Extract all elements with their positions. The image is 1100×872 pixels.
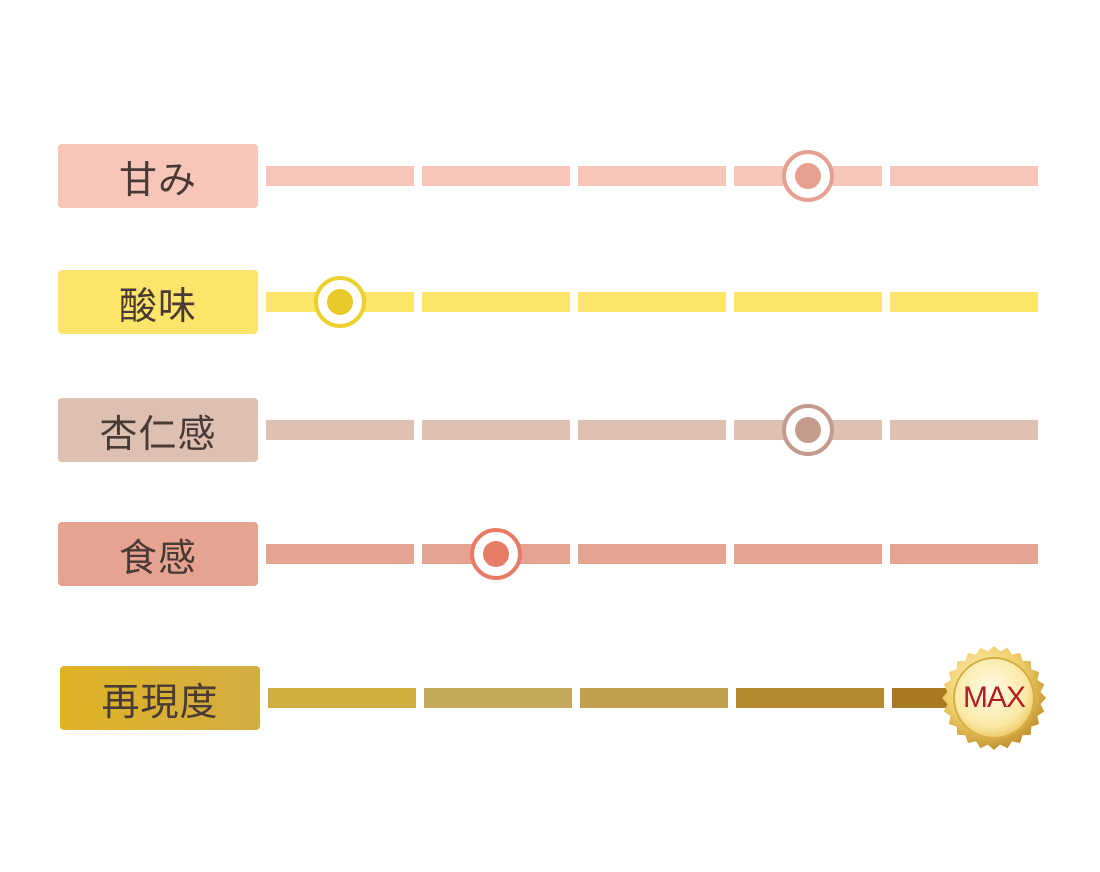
scale-segment <box>578 420 726 440</box>
max-seal-badge: MAX <box>940 644 1048 752</box>
scale-segment <box>736 688 884 708</box>
reproduction-label: 再現度 <box>60 666 260 730</box>
scale-segment <box>422 420 570 440</box>
rating-marker-dot <box>795 417 821 443</box>
rating-marker[interactable] <box>782 150 834 202</box>
max-label: MAX <box>962 681 1026 714</box>
scale-segment <box>424 688 572 708</box>
seal-center <box>953 657 1035 739</box>
scale-segment <box>734 544 882 564</box>
rating-marker-dot <box>795 163 821 189</box>
scale-segment <box>890 420 1038 440</box>
rating-marker-dot <box>327 289 353 315</box>
scale-segment <box>266 166 414 186</box>
rating-label: 食感 <box>58 522 258 586</box>
scale-segment <box>578 544 726 564</box>
rating-label: 甘み <box>58 144 258 208</box>
scale-segment <box>578 166 726 186</box>
rating-marker-dot <box>483 541 509 567</box>
scale-segment <box>580 688 728 708</box>
scale-segment <box>578 292 726 312</box>
rating-marker[interactable] <box>470 528 522 580</box>
rating-row: 甘み <box>0 144 1100 208</box>
scale-segment <box>422 292 570 312</box>
scale-segment <box>890 544 1038 564</box>
rating-label: 杏仁感 <box>58 398 258 462</box>
scale-segment <box>734 292 882 312</box>
scale-segment <box>266 544 414 564</box>
rating-row: 杏仁感 <box>0 398 1100 462</box>
rating-row: 酸味 <box>0 270 1100 334</box>
scale-segment <box>890 292 1038 312</box>
rating-marker[interactable] <box>782 404 834 456</box>
scale-segment <box>268 688 416 708</box>
scale-segment <box>890 166 1038 186</box>
rating-row: 食感 <box>0 522 1100 586</box>
reproduction-row: 再現度 MAX <box>0 646 1100 750</box>
scale-segment <box>266 420 414 440</box>
rating-label: 酸味 <box>58 270 258 334</box>
scale-segment <box>422 166 570 186</box>
rating-marker[interactable] <box>314 276 366 328</box>
